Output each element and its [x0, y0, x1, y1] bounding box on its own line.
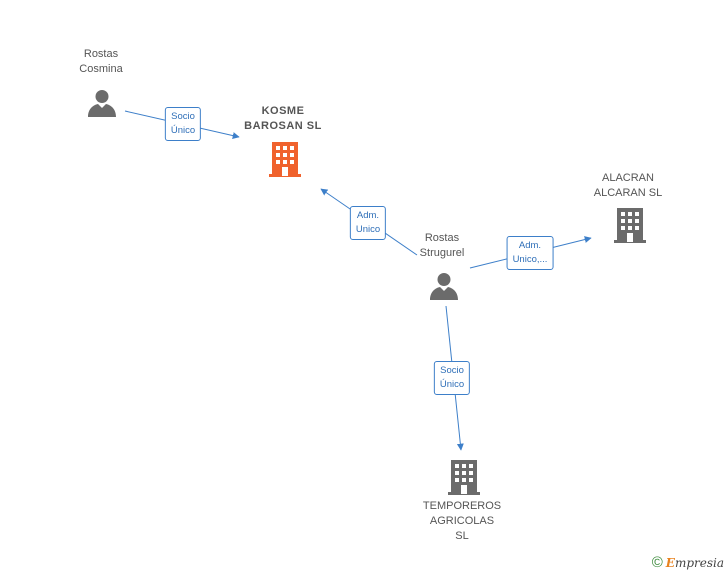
node-label-alacran-alcaran[interactable]: ALACRAN ALCARAN SL: [593, 172, 663, 199]
building-icon-focus[interactable]: [269, 141, 301, 177]
node-label-rostas-strugurel[interactable]: Rostas Strugurel: [419, 232, 465, 259]
edge-label-adm-unico-more[interactable]: Adm. Unico,...: [506, 236, 554, 270]
node-label-temporeros-agricolas[interactable]: TEMPOREROS AGRICOLAS SL: [422, 500, 502, 542]
footer-brand: © Empresia: [652, 554, 724, 571]
copyright-symbol: ©: [651, 554, 663, 571]
node-label-rostas-cosmina[interactable]: Rostas Cosmina: [79, 48, 123, 75]
node-label-kosme-barosan[interactable]: KOSME BAROSAN SL: [244, 105, 322, 132]
person-icon[interactable]: [429, 271, 459, 301]
brand-initial: E: [665, 555, 675, 570]
person-icon[interactable]: [87, 88, 117, 118]
edge-label-adm-unico[interactable]: Adm. Unico: [349, 206, 387, 240]
edge-label-socio-unico[interactable]: Socio Único: [433, 361, 471, 395]
edge-label-socio-unico[interactable]: Socio Único: [164, 107, 202, 141]
brand-logo[interactable]: Empresia: [666, 556, 724, 570]
building-icon[interactable]: [448, 459, 480, 495]
building-icon[interactable]: [614, 207, 646, 243]
brand-name: mpresia: [674, 555, 724, 570]
